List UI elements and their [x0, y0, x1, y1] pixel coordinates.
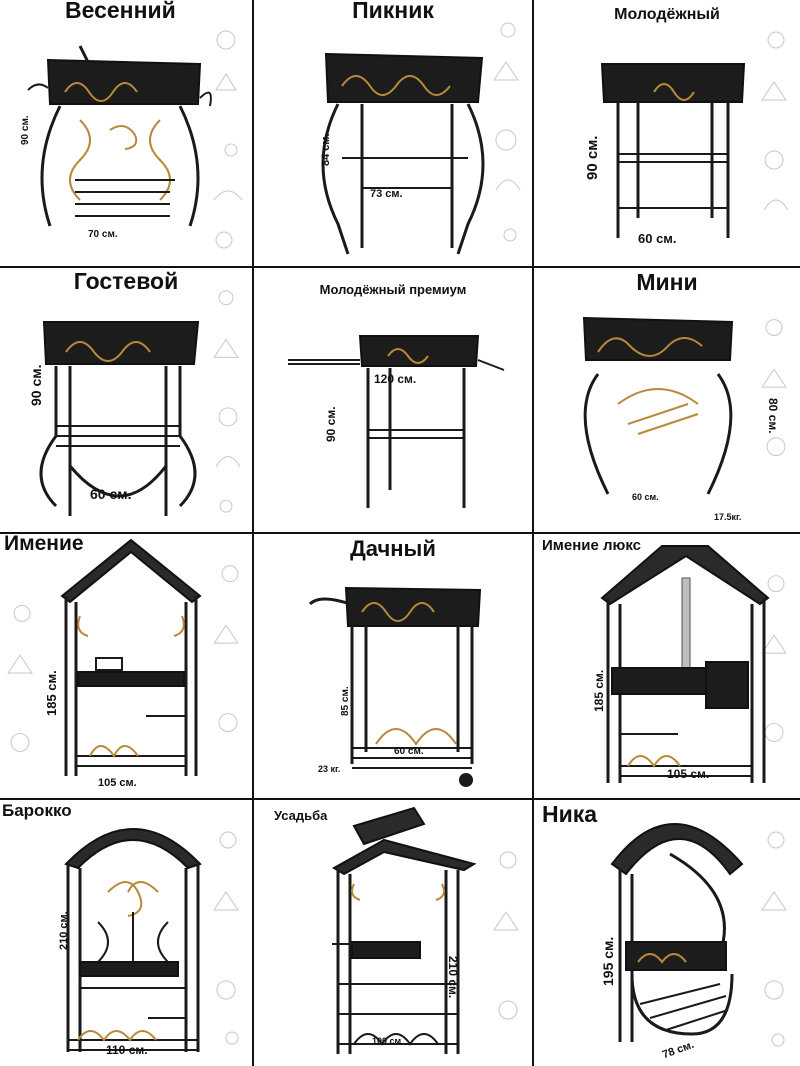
width-label: 100 см [372, 1036, 402, 1046]
background-doodle-icon [213, 565, 239, 732]
product-title: Дачный [350, 536, 436, 561]
weight-label: 23 кг. [318, 764, 341, 774]
height-label: 84 см. [320, 133, 332, 166]
product-title: Гостевой [73, 268, 179, 294]
width-label: 110 см. [106, 1043, 148, 1057]
height-label: 185 см. [44, 670, 59, 716]
product-title: Молодёжный премиум [319, 282, 467, 297]
grill-illustration [27, 45, 212, 227]
product-card-nika[interactable]: Ника 195 см. 78 см. [534, 800, 800, 1066]
weight-label: 17.5кг. [714, 512, 742, 522]
grill-illustration [610, 823, 744, 1042]
width-label: 105 см. [98, 777, 137, 789]
width-label: 60 см. [394, 746, 424, 757]
product-card-dachny[interactable]: Дачный 85 см. 60 см. 23 кг. [254, 534, 534, 800]
product-title: Имение [4, 534, 84, 555]
product-title: Имение люкс [542, 537, 642, 554]
product-card-gostevoy[interactable]: Гостевой 90 см. 60 см. [0, 268, 254, 534]
product-card-imenie-lyuks[interactable]: Имение люкс 185 см. 105 см. [534, 534, 800, 800]
width-label: 60 см. [90, 486, 132, 502]
height-label: 90 см. [324, 406, 338, 442]
background-doodle-icon [213, 30, 243, 249]
grill-illustration [600, 63, 746, 238]
product-card-piknik[interactable]: Пикник 84 см. 73 см. [254, 0, 534, 268]
height-label: 195 см. [600, 936, 616, 986]
height-label: 90 см. [28, 364, 44, 407]
height-label: 90 см. [20, 115, 31, 145]
height-label: 85 см. [340, 686, 351, 716]
height-label: 185 см. [592, 669, 606, 712]
product-title: Усадьба [274, 808, 328, 823]
grill-illustration [600, 545, 770, 783]
grill-illustration [39, 321, 200, 516]
width-label: 60 см. [632, 492, 659, 502]
product-title: Мини [636, 269, 698, 295]
product-title: Молодёжный [614, 6, 720, 23]
width-label: 105 см. [667, 767, 710, 781]
background-doodle-icon [761, 319, 787, 457]
product-card-usadba[interactable]: Усадьба 210 см. 100 см [254, 800, 534, 1066]
product-title: Пикник [352, 0, 434, 23]
background-doodle-icon [213, 290, 241, 513]
background-doodle-icon [761, 831, 787, 1047]
product-card-molodezhny[interactable]: Молодёжный 90 см. 60 см. [534, 0, 800, 268]
height-label: 210 см. [58, 911, 70, 950]
product-card-imenie[interactable]: Имение 185 см. 105 см. [0, 534, 254, 800]
product-title: Барокко [2, 801, 72, 820]
width-label: 70 см. [88, 229, 118, 240]
grill-illustration [308, 586, 482, 787]
product-card-mini[interactable]: Мини 80 см. 60 см. 17.5кг. [534, 268, 800, 534]
grill-illustration [64, 828, 202, 1052]
product-card-barokko[interactable]: Барокко 210 см. 110 см. [0, 800, 254, 1066]
grill-illustration [288, 335, 505, 508]
height-label: 210 см. [446, 956, 460, 999]
product-title: Весенний [65, 0, 176, 23]
background-doodle-icon [213, 831, 239, 1045]
grill-illustration [60, 538, 202, 776]
background-doodle-icon [761, 31, 789, 211]
width-label: 73 см. [370, 188, 403, 200]
product-card-vesenniy[interactable]: Весенний 90 см. 70 см. [0, 0, 254, 268]
background-doodle-icon [7, 604, 33, 752]
grill-illustration [582, 316, 734, 495]
width-label: 60 см. [638, 231, 677, 246]
grill-illustration [321, 52, 485, 255]
height-label: 80 см. [766, 398, 780, 434]
product-title: Ника [542, 801, 598, 827]
background-doodle-icon [493, 22, 521, 242]
product-card-molodezhny-premium[interactable]: Молодёжный премиум 120 см. 90 см. [254, 268, 534, 534]
height-label: 90 см. [584, 135, 601, 180]
background-doodle-icon [493, 851, 519, 1020]
grill-illustration [332, 806, 477, 1054]
width-label: 120 см. [374, 372, 417, 386]
